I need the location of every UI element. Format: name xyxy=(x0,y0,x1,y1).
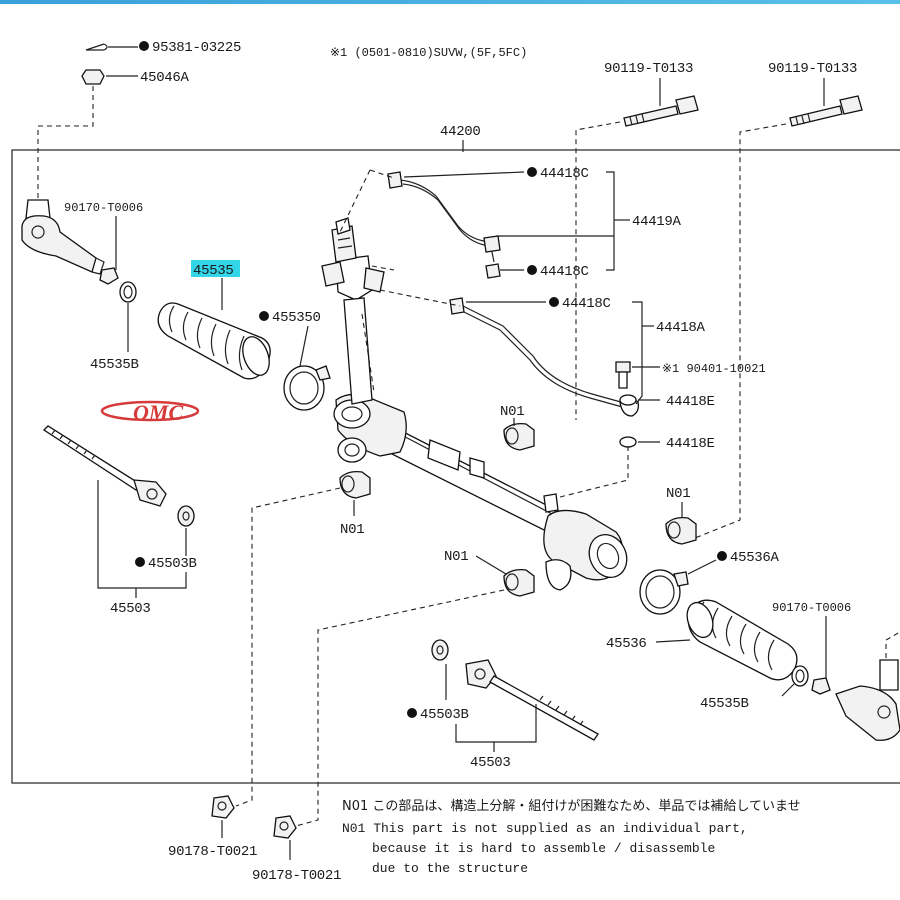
label-44419a: 44419A xyxy=(632,214,682,230)
nut-90178-a xyxy=(211,795,235,819)
washer-44418e-2 xyxy=(619,436,637,448)
omc-logo: OMC xyxy=(100,400,200,425)
label-45535b-left: 45535B xyxy=(90,357,139,373)
label-45536a: 45536A xyxy=(730,550,780,566)
bolt-90401 xyxy=(615,361,631,389)
label-455350: 455350 xyxy=(272,310,321,326)
castle-nut-45046a xyxy=(81,69,105,85)
footnote-en-3: due to the structure xyxy=(372,861,528,876)
nut-90170-left xyxy=(99,267,119,285)
footnote-en-2: because it is hard to assemble / disasse… xyxy=(372,841,715,856)
nut-90178-b xyxy=(273,815,297,839)
bolt-90119-a xyxy=(623,95,699,127)
boot-45535 xyxy=(157,302,271,380)
label-44418e-2: 44418E xyxy=(666,436,715,452)
label-90178-t0021-b: 90178-T0021 xyxy=(252,868,341,884)
highlight-45535 xyxy=(191,260,240,277)
assembly-frame xyxy=(11,149,900,784)
label-n01-a: N01 xyxy=(500,404,524,420)
label-n01-b: N01 xyxy=(340,522,364,538)
nut-90170-right xyxy=(811,677,831,695)
clamp-455350 xyxy=(283,365,331,411)
tie-rod-end-left xyxy=(21,199,105,275)
label-44418c-1: 44418C xyxy=(540,166,589,182)
label-44418e-1: 44418E xyxy=(666,394,715,410)
label-n01-c: N01 xyxy=(666,486,690,502)
cotter-pin xyxy=(85,43,108,51)
label-95381-03225: 95381-03225 xyxy=(152,40,241,56)
top-color-strip xyxy=(0,0,900,4)
tie-rod-end-right xyxy=(835,659,900,741)
bolt-90119-b xyxy=(789,95,863,127)
label-44418a: 44418A xyxy=(656,320,706,336)
bushing-n01-b xyxy=(339,470,371,499)
pipe-44418a xyxy=(449,297,640,417)
bushing-n01-d xyxy=(503,568,535,597)
steering-rack-housing xyxy=(321,217,628,591)
label-90178-t0021-a: 90178-T0021 xyxy=(168,844,257,860)
label-44418c-2: 44418C xyxy=(540,264,589,280)
label-90119-t0133-a: 90119-T0133 xyxy=(604,61,693,77)
label-45503-right: 45503 xyxy=(470,755,511,771)
svg-text:OMC: OMC xyxy=(133,400,183,425)
label-45503-left: 45503 xyxy=(110,601,151,617)
clamp-45536a xyxy=(639,569,689,615)
pipe-44419a xyxy=(387,171,501,279)
tie-rod-left xyxy=(42,425,167,507)
tie-rod-right xyxy=(465,659,599,741)
label-45046a: 45046A xyxy=(140,70,190,86)
footnote-jp: N01 この部品は、構造上分解・組付けが困難なため、単品では補給していませ xyxy=(342,798,801,814)
label-n01-d: N01 xyxy=(444,549,468,565)
label-45535: 45535 xyxy=(193,263,234,279)
label-45535b-right: 45535B xyxy=(700,696,749,712)
label-44200: 44200 xyxy=(440,124,481,140)
header-note: ※1 (0501-0810)SUVW,(5F,5FC) xyxy=(330,46,527,60)
footnote-en-1: N01 This part is not supplied as an indi… xyxy=(342,821,748,836)
bushing-n01-c xyxy=(665,516,697,545)
nut-45503b-right xyxy=(431,639,449,661)
label-45503b-right: 45503B xyxy=(420,707,469,723)
washer-44418e-1 xyxy=(619,394,637,406)
label-90401-10021: ※1 90401-10021 xyxy=(662,362,766,376)
clamp-45535b-right xyxy=(791,665,809,687)
nut-45503b-left xyxy=(177,505,195,527)
label-90170-t0006-left: 90170-T0006 xyxy=(64,201,143,215)
label-90170-t0006-right: 90170-T0006 xyxy=(772,601,851,615)
label-44418c-3: 44418C xyxy=(562,296,611,312)
label-45536: 45536 xyxy=(606,636,647,652)
label-45503b-left: 45503B xyxy=(148,556,197,572)
label-90119-t0133-b: 90119-T0133 xyxy=(768,61,857,77)
clamp-45535b-left xyxy=(119,281,137,303)
bushing-n01-a xyxy=(503,422,535,451)
